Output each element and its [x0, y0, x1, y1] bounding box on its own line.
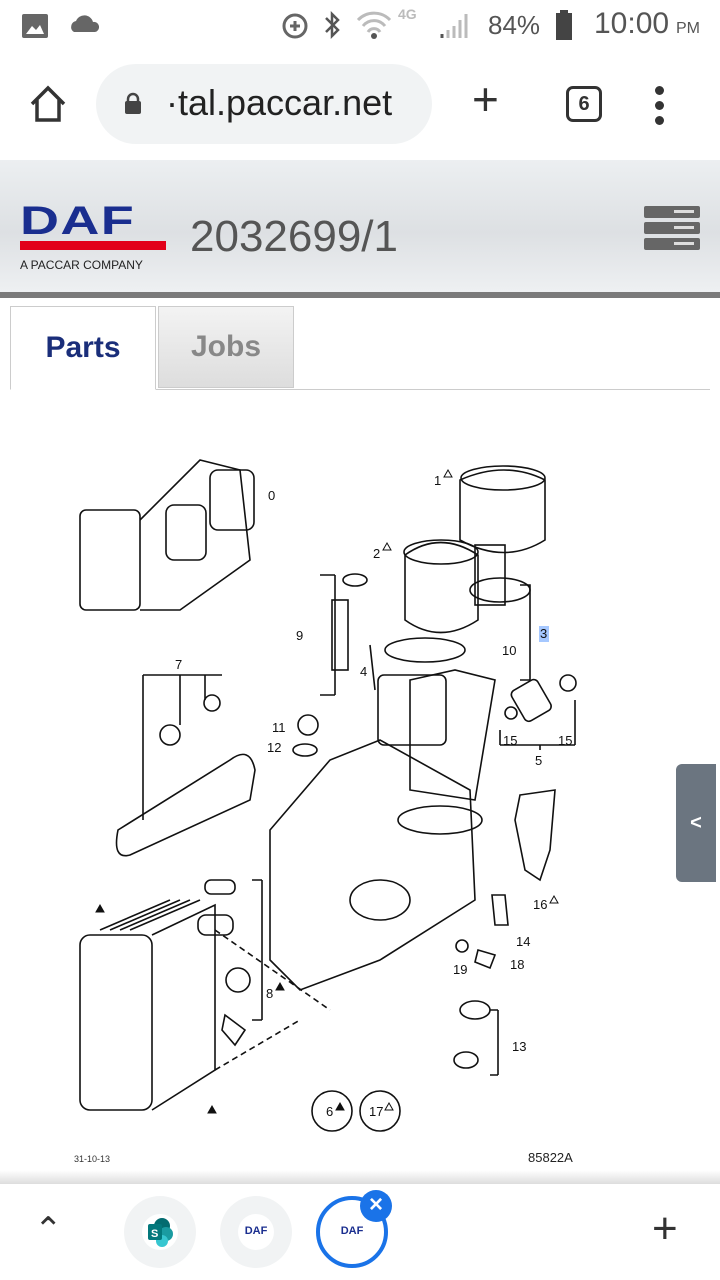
- diagram-date: 31-10-13: [74, 1154, 110, 1164]
- callout-labels: 0 1 2 3 4 5 6 7 8 9 10 11 12 13 14 15 15…: [175, 473, 572, 1119]
- daf-favicon: DAF: [238, 1214, 274, 1250]
- callout-6: 6: [326, 1104, 333, 1119]
- battery-icon: [556, 10, 572, 40]
- clock: 10:00: [594, 7, 670, 40]
- callout-8: 8: [266, 986, 273, 1001]
- close-tab-icon[interactable]: ×: [360, 1190, 392, 1222]
- address-bar[interactable]: ·tal.paccar.net: [96, 64, 432, 144]
- add-tab-button[interactable]: +: [652, 1204, 678, 1253]
- side-panel-toggle[interactable]: <: [676, 764, 716, 882]
- lock-icon: [125, 92, 141, 114]
- callout-15b: 15: [558, 733, 572, 748]
- tab-parts[interactable]: Parts: [10, 306, 156, 390]
- wifi-icon: [356, 11, 392, 39]
- site-header: DAF A PACCAR COMPANY 2032699/1: [0, 160, 720, 298]
- clock-ampm: PM: [676, 20, 700, 37]
- callout-14: 14: [516, 934, 530, 949]
- drawing-id: 85822A: [528, 1150, 573, 1165]
- network-type: 4G: [398, 6, 417, 22]
- cloud-icon: [71, 15, 100, 32]
- parts-diagram: 0 1 2 3 4 5 6 7 8 9 10 11 12 13 14 15 15…: [74, 459, 577, 1165]
- bluetooth-icon: [325, 10, 340, 40]
- callout-7: 7: [175, 657, 182, 672]
- daf-logo[interactable]: DAF A PACCAR COMPANY: [20, 201, 166, 272]
- daf-favicon: DAF: [334, 1214, 370, 1250]
- data-saver-icon: [282, 13, 308, 39]
- callout-18: 18: [510, 957, 524, 972]
- more-menu-icon[interactable]: [655, 86, 665, 131]
- signal-icon: [440, 14, 468, 38]
- new-tab-button[interactable]: +: [472, 73, 499, 125]
- callout-4: 4: [360, 664, 367, 679]
- callout-2: 2: [373, 546, 380, 561]
- callout-1: 1: [434, 473, 441, 488]
- page-title: 2032699/1: [190, 212, 398, 261]
- callout-15a: 15: [503, 733, 517, 748]
- diagram-drawing: [79, 459, 577, 1132]
- image-icon: [22, 14, 48, 38]
- url-text: ·tal.paccar.net: [166, 82, 393, 123]
- tab-jobs[interactable]: Jobs: [158, 306, 294, 388]
- browser-toolbar: ·tal.paccar.net + 6: [0, 50, 720, 160]
- callout-11: 11: [272, 720, 286, 735]
- callout-17: 17: [369, 1104, 383, 1119]
- status-bar: 4G 84% 10:00 PM: [0, 0, 720, 50]
- tab-daf-2-selected[interactable]: DAF: [316, 1196, 388, 1268]
- callout-16: 16: [533, 897, 547, 912]
- sharepoint-icon: S: [148, 1218, 173, 1247]
- home-icon[interactable]: [28, 84, 68, 124]
- triangle-markers: [95, 468, 559, 1114]
- callout-12: 12: [267, 740, 281, 755]
- callout-13: 13: [512, 1039, 526, 1054]
- site-menu-icon[interactable]: [644, 206, 700, 254]
- tab-sharepoint[interactable]: S: [124, 1196, 196, 1268]
- tab-bar: Parts Jobs: [10, 306, 710, 390]
- callout-0: 0: [268, 488, 275, 503]
- tab-group-bar: ⌃ S DAF DAF × +: [0, 1184, 720, 1280]
- chevron-up-icon[interactable]: ⌃: [34, 1211, 63, 1249]
- tab-daf-1[interactable]: DAF: [220, 1196, 292, 1268]
- callout-5: 5: [535, 753, 542, 768]
- svg-text:S: S: [151, 1228, 158, 1240]
- battery-percent: 84%: [488, 10, 541, 40]
- callout-10: 10: [502, 643, 516, 658]
- tab-switcher-button[interactable]: 6: [566, 86, 602, 122]
- callout-9: 9: [296, 628, 303, 643]
- callout-3: 3: [540, 626, 547, 641]
- callout-19: 19: [453, 962, 467, 977]
